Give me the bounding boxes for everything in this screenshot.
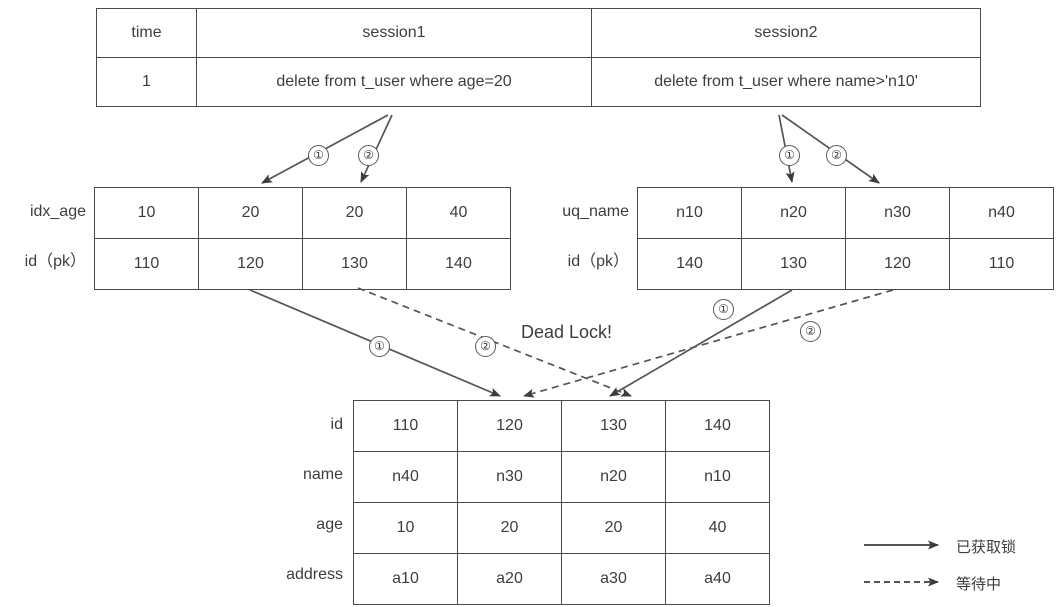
idx-age-pk-cell: 130 bbox=[302, 238, 407, 290]
step-marker-s2-uq-1: ① bbox=[779, 145, 800, 166]
main-id-cell: 120 bbox=[457, 400, 562, 452]
main-age-cell: 20 bbox=[457, 502, 562, 554]
table-row: 10 20 20 40 bbox=[353, 502, 770, 554]
step-marker-s1-main-2: ② bbox=[475, 336, 496, 357]
idx-age-pk-row-label: id（pk） bbox=[24, 253, 86, 270]
main-row-label-name: name bbox=[302, 466, 343, 483]
session-cell-session1-sql: delete from t_user where age=20 bbox=[196, 57, 592, 107]
session-header-session1: session1 bbox=[196, 8, 592, 58]
uq-name-pk-row-label: id（pk） bbox=[567, 253, 629, 270]
idx-age-cell: 10 bbox=[94, 187, 199, 239]
step-marker-s1-main-1: ① bbox=[369, 336, 390, 357]
main-address-cell: a10 bbox=[353, 553, 458, 605]
main-name-cell: n20 bbox=[561, 451, 666, 503]
uq-name-pk-cell: 110 bbox=[949, 238, 1054, 290]
main-row-label-id: id bbox=[330, 416, 343, 433]
session-cell-session2-sql: delete from t_user where name>'n10' bbox=[591, 57, 981, 107]
step-marker-s1-idx-2: ② bbox=[358, 145, 379, 166]
arrow-uq-name-to-main-2 bbox=[523, 289, 894, 398]
uq-name-cell: n20 bbox=[741, 187, 846, 239]
idx-age-cell: 20 bbox=[302, 187, 407, 239]
table-row: n40 n30 n20 n10 bbox=[353, 451, 770, 503]
uq-name-cell: n30 bbox=[845, 187, 950, 239]
legend-label-acquired: 已获取锁 bbox=[956, 539, 1017, 556]
table-row: 10 20 20 40 bbox=[94, 187, 511, 239]
idx-age-cell: 40 bbox=[406, 187, 511, 239]
main-age-cell: 20 bbox=[561, 502, 666, 554]
table-row: a10 a20 a30 a40 bbox=[353, 553, 770, 605]
main-name-cell: n40 bbox=[353, 451, 458, 503]
session-cell-time: 1 bbox=[96, 57, 197, 107]
idx-age-pk-cell: 140 bbox=[406, 238, 511, 290]
legend-label-waiting: 等待中 bbox=[956, 576, 1002, 593]
uq-name-pk-cell: 120 bbox=[845, 238, 950, 290]
main-address-cell: a30 bbox=[561, 553, 666, 605]
table-row: 1 delete from t_user where age=20 delete… bbox=[96, 57, 981, 107]
arrow-uq-name-to-main-1 bbox=[609, 289, 793, 397]
table-row: time session1 session2 bbox=[96, 8, 981, 58]
main-id-cell: 140 bbox=[665, 400, 770, 452]
main-row-label-address: address bbox=[286, 566, 343, 583]
idx-age-pk-cell: 120 bbox=[198, 238, 303, 290]
main-row-label-age: age bbox=[316, 516, 343, 533]
uq-name-cell: n40 bbox=[949, 187, 1054, 239]
idx-age-table: 10 20 20 40 110 120 130 140 bbox=[94, 187, 511, 290]
main-age-cell: 40 bbox=[665, 502, 770, 554]
table-row: 110 120 130 140 bbox=[94, 238, 511, 290]
main-name-cell: n10 bbox=[665, 451, 770, 503]
session-header-time: time bbox=[96, 8, 197, 58]
main-table: 110 120 130 140 n40 n30 n20 n10 10 20 20… bbox=[353, 400, 770, 605]
deadlock-label: Dead Lock! bbox=[521, 322, 613, 342]
main-address-cell: a20 bbox=[457, 553, 562, 605]
session-table: time session1 session2 1 delete from t_u… bbox=[96, 8, 981, 107]
uq-name-pk-cell: 130 bbox=[741, 238, 846, 290]
step-marker-s2-uq-2: ② bbox=[826, 145, 847, 166]
step-marker-s2-main-1: ① bbox=[713, 299, 734, 320]
uq-name-pk-cell: 140 bbox=[637, 238, 742, 290]
table-row: 110 120 130 140 bbox=[353, 400, 770, 452]
step-marker-s2-main-2: ② bbox=[800, 321, 821, 342]
uq-name-cell: n10 bbox=[637, 187, 742, 239]
uq-name-table: n10 n20 n30 n40 140 130 120 110 bbox=[637, 187, 1054, 290]
idx-age-row-label: idx_age bbox=[29, 203, 86, 220]
main-address-cell: a40 bbox=[665, 553, 770, 605]
main-name-cell: n30 bbox=[457, 451, 562, 503]
session-header-session2: session2 bbox=[591, 8, 981, 58]
main-id-cell: 110 bbox=[353, 400, 458, 452]
table-row: 140 130 120 110 bbox=[637, 238, 1054, 290]
idx-age-pk-cell: 110 bbox=[94, 238, 199, 290]
step-marker-s1-idx-1: ① bbox=[308, 145, 329, 166]
uq-name-row-label: uq_name bbox=[562, 203, 629, 220]
idx-age-cell: 20 bbox=[198, 187, 303, 239]
table-row: n10 n20 n30 n40 bbox=[637, 187, 1054, 239]
main-id-cell: 130 bbox=[561, 400, 666, 452]
main-age-cell: 10 bbox=[353, 502, 458, 554]
